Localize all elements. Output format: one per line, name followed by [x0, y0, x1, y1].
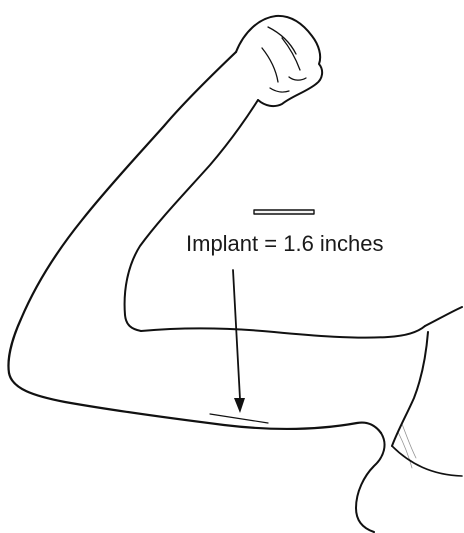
armpit-outline [356, 433, 385, 532]
arrow-shaft [233, 270, 240, 399]
implant-label: Implant = 1.6 inches [186, 233, 384, 255]
arm-underside [9, 373, 381, 433]
fist-outline [236, 16, 322, 106]
biceps-outline [141, 326, 425, 338]
forearm-outer-edge [9, 52, 237, 373]
implant-scale-bar [254, 210, 314, 214]
chest-shading [398, 424, 416, 468]
fist-knuckles [262, 27, 306, 92]
chest-outline [392, 446, 462, 476]
implant-site-mark [210, 414, 268, 423]
arrow-down-icon [234, 398, 245, 413]
forearm-inner-edge [125, 100, 258, 331]
